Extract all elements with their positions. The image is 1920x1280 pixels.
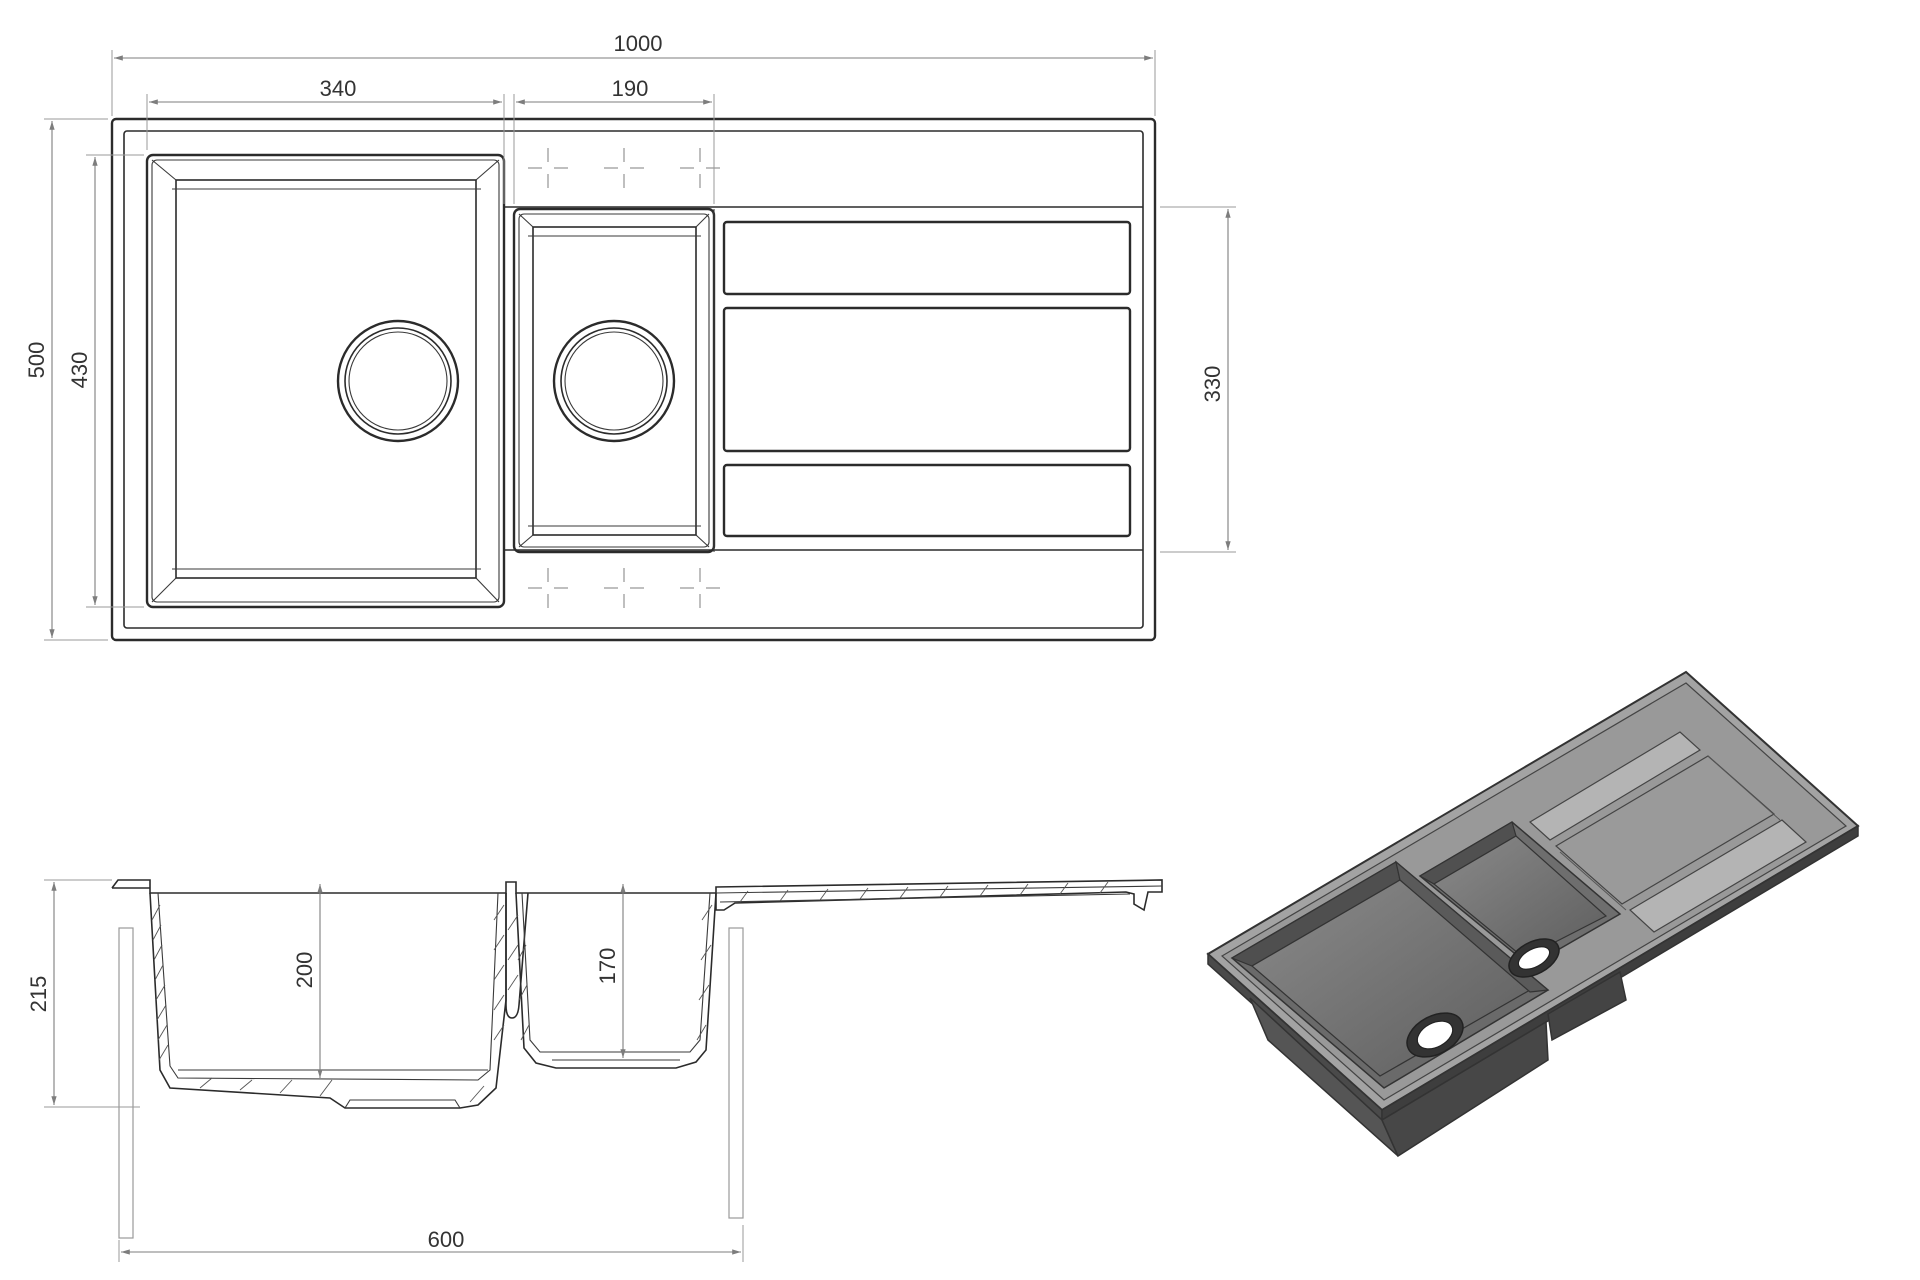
cabinet-post-left (118, 927, 134, 1239)
dim-overall-depth: 500 (24, 342, 49, 379)
render-small-bowl (1418, 821, 1627, 1042)
dim-small-bowl-height: 170 (595, 948, 620, 985)
dim-large-bowl-width: 340 (320, 76, 357, 101)
drainer-area (504, 206, 1143, 552)
section-rim (111, 879, 1163, 912)
dim-overall-width: 1000 (614, 31, 663, 56)
section-dimensions (44, 879, 744, 1262)
tap-hole-marks (528, 148, 720, 608)
section-large-bowl (149, 892, 507, 1109)
sink-3d-render (1206, 670, 1860, 1158)
dim-large-bowl-height: 200 (292, 952, 317, 989)
dim-drainer-depth: 330 (1200, 366, 1225, 403)
section-divider (505, 892, 529, 1019)
drainer-groove-middle (722, 306, 1132, 453)
top-view: 1000 340 190 500 430 330 (24, 31, 1236, 642)
section-hatching (151, 881, 1109, 1103)
drainer-groove-top (722, 220, 1132, 296)
section-small-bowl (515, 892, 717, 1069)
dim-bowl-depth: 430 (67, 352, 92, 389)
sink-outline (110, 117, 1157, 642)
dim-overall-height: 215 (26, 976, 51, 1013)
top-view-dimensions (44, 50, 1236, 641)
drainer-groove-bottom (722, 463, 1132, 538)
large-bowl (145, 153, 506, 609)
sink-inner-outline (123, 130, 1144, 629)
render-large-bowl (1230, 860, 1550, 1158)
small-bowl (512, 207, 716, 554)
dim-small-bowl-width: 190 (612, 76, 649, 101)
dim-min-cabinet-width: 600 (428, 1227, 465, 1252)
large-drain-outer (336, 319, 460, 443)
section-view: 215 200 170 600 (26, 879, 1163, 1262)
render-drainer (1528, 731, 1808, 933)
small-drain-outer (552, 319, 676, 443)
cabinet-post-right (728, 927, 744, 1219)
